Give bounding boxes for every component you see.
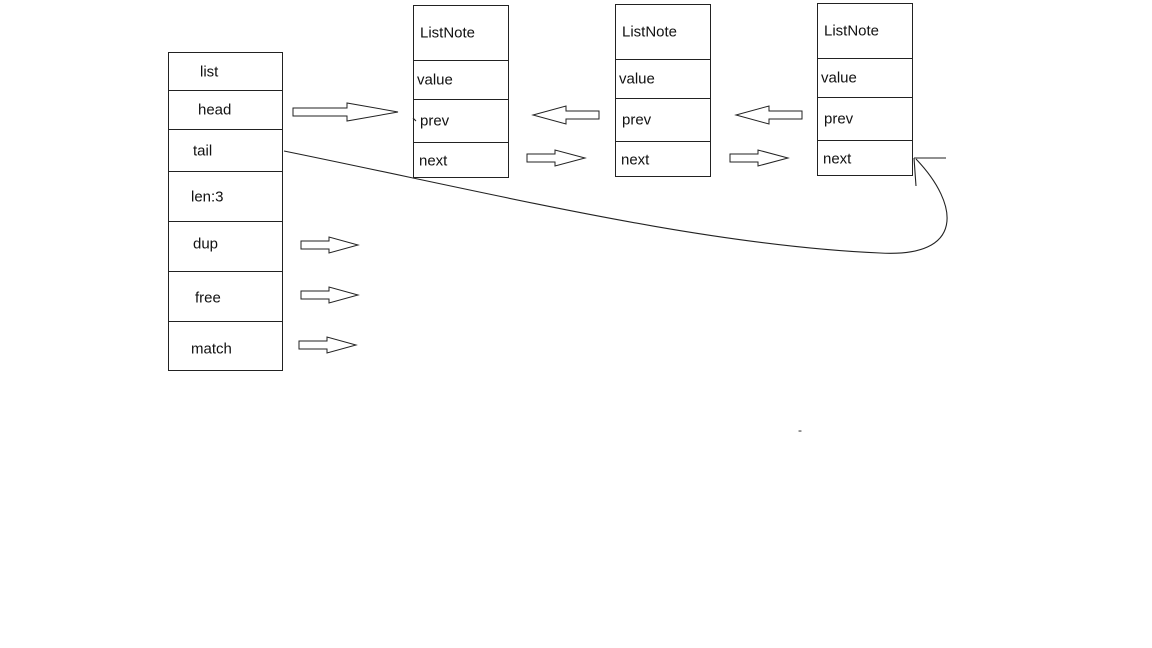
node-field-value: value bbox=[414, 60, 508, 99]
next-arrow-node1 bbox=[526, 149, 587, 167]
list-node-3: ListNote value prev next bbox=[817, 3, 913, 176]
node-title: ListNote bbox=[420, 24, 476, 42]
node-field-next: next bbox=[818, 140, 912, 177]
node-field-value: value bbox=[818, 58, 912, 97]
match-arrow bbox=[298, 336, 358, 354]
node-field-prev: prev bbox=[818, 97, 912, 140]
list-field-head: head bbox=[169, 90, 282, 129]
prev-arrow-node3 bbox=[734, 105, 803, 125]
node-field-value: value bbox=[616, 59, 710, 98]
next-arrow-node2 bbox=[729, 149, 790, 167]
list-field-dup: dup bbox=[169, 221, 282, 271]
node-field-prev: prev bbox=[616, 98, 710, 141]
dup-arrow bbox=[300, 236, 360, 254]
list-field-tail: tail bbox=[169, 129, 282, 171]
list-field-list: list bbox=[200, 63, 219, 80]
list-field-free: free bbox=[169, 271, 282, 321]
node-field-next: next bbox=[616, 141, 710, 178]
tail-curve bbox=[283, 150, 948, 254]
stray-mark: - bbox=[798, 423, 802, 437]
list-field-match: match bbox=[169, 321, 282, 372]
list-struct: list head tail len:3 dup free match bbox=[168, 52, 283, 371]
node-title: ListNote bbox=[824, 22, 880, 40]
node-title: ListNote bbox=[622, 23, 678, 41]
list-node-2: ListNote value prev next bbox=[615, 4, 711, 177]
free-arrow bbox=[300, 286, 360, 304]
prev-arrow-node2 bbox=[531, 105, 600, 125]
node-field-prev: prev bbox=[414, 99, 508, 142]
list-field-len: len:3 bbox=[169, 171, 282, 221]
list-node-1: ListNote value prev next bbox=[413, 5, 509, 178]
tail-arrowhead bbox=[913, 157, 946, 187]
prev-tick bbox=[412, 117, 417, 122]
node-field-next: next bbox=[414, 142, 508, 179]
head-arrow bbox=[292, 102, 399, 122]
